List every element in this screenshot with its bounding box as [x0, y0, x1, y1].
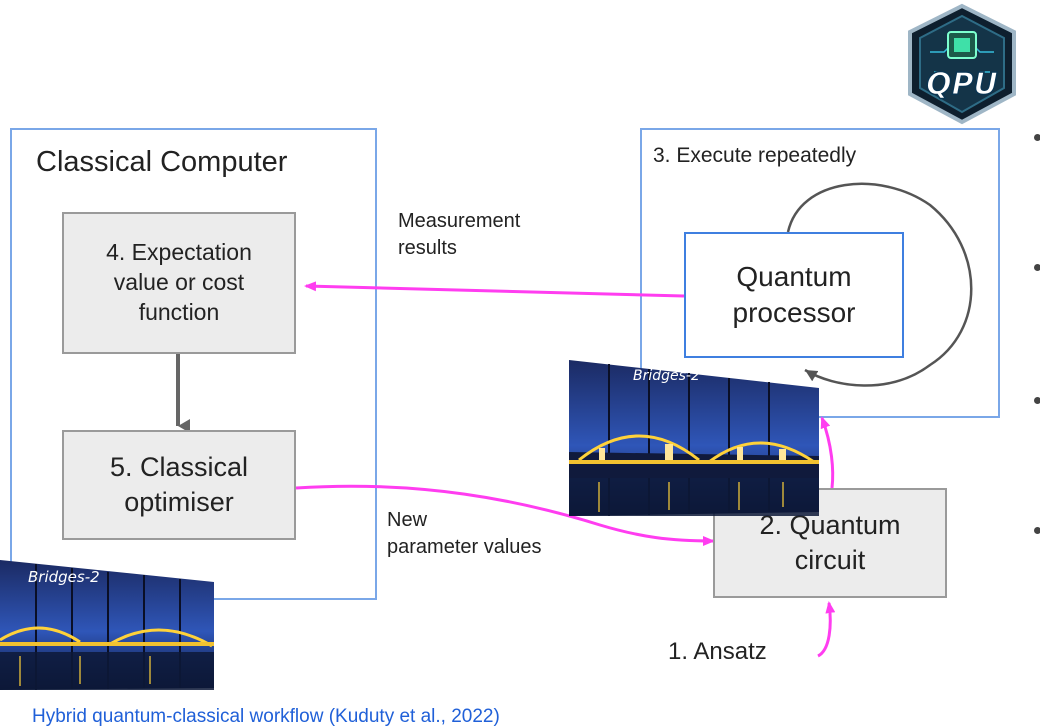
- processor-line2: processor: [732, 297, 856, 328]
- supercomputer-photo: Bridges-2: [569, 360, 819, 516]
- repeat-loop-arrow: [786, 182, 973, 387]
- circuit-line2: circuit: [794, 545, 866, 575]
- bullet-4: [1034, 527, 1040, 534]
- qpu-badge-logo: QPU: [908, 3, 1016, 125]
- bullet-3: [1034, 397, 1040, 404]
- quantum-execution-frame: [640, 128, 1000, 418]
- supercomputer-photo-small: Bridges-2: [0, 560, 214, 690]
- classical-optimiser-box: 5. Classical optimiser: [62, 430, 296, 540]
- measurement-line2: results: [398, 237, 457, 259]
- measurement-results-label: Measurement results: [398, 208, 520, 262]
- photo-label-bridges2: Bridges-2: [633, 368, 700, 384]
- qpu-badge-text: QPU: [926, 67, 998, 102]
- expectation-line2: value or cost: [113, 269, 245, 296]
- bullet-2: [1034, 264, 1040, 271]
- parameter-values-label: New parameter values: [387, 507, 542, 561]
- ansatz-to-circuit-arrow: [817, 601, 836, 658]
- classical-computer-title: Classical Computer: [36, 146, 288, 178]
- parameter-values-arrow: [295, 484, 715, 546]
- quantum-processor-box: Quantum processor: [684, 232, 904, 358]
- expectation-value-box: 4. Expectation value or cost function: [62, 212, 296, 354]
- bullet-1: [1034, 134, 1040, 141]
- circuit-to-processor-arrow: [820, 416, 835, 489]
- ansatz-label: 1. Ansatz: [668, 638, 767, 665]
- expectation-line3: function: [138, 298, 220, 325]
- measurement-results-arrow: [304, 281, 685, 298]
- figure-caption: Hybrid quantum-classical workflow (Kudut…: [32, 706, 500, 727]
- params-line1: New: [387, 509, 428, 531]
- optimiser-line1: 5. Classical: [109, 451, 249, 482]
- processor-line1: Quantum: [736, 260, 852, 292]
- measurement-line1: Measurement: [398, 210, 521, 232]
- params-line2: parameter values: [387, 536, 542, 558]
- photo-label-bridges2-small: Bridges-2: [28, 568, 100, 586]
- expectation-line1: 4. Expectation: [106, 239, 252, 266]
- optimiser-line2: optimiser: [124, 487, 234, 517]
- execute-repeatedly-label: 3. Execute repeatedly: [653, 144, 857, 167]
